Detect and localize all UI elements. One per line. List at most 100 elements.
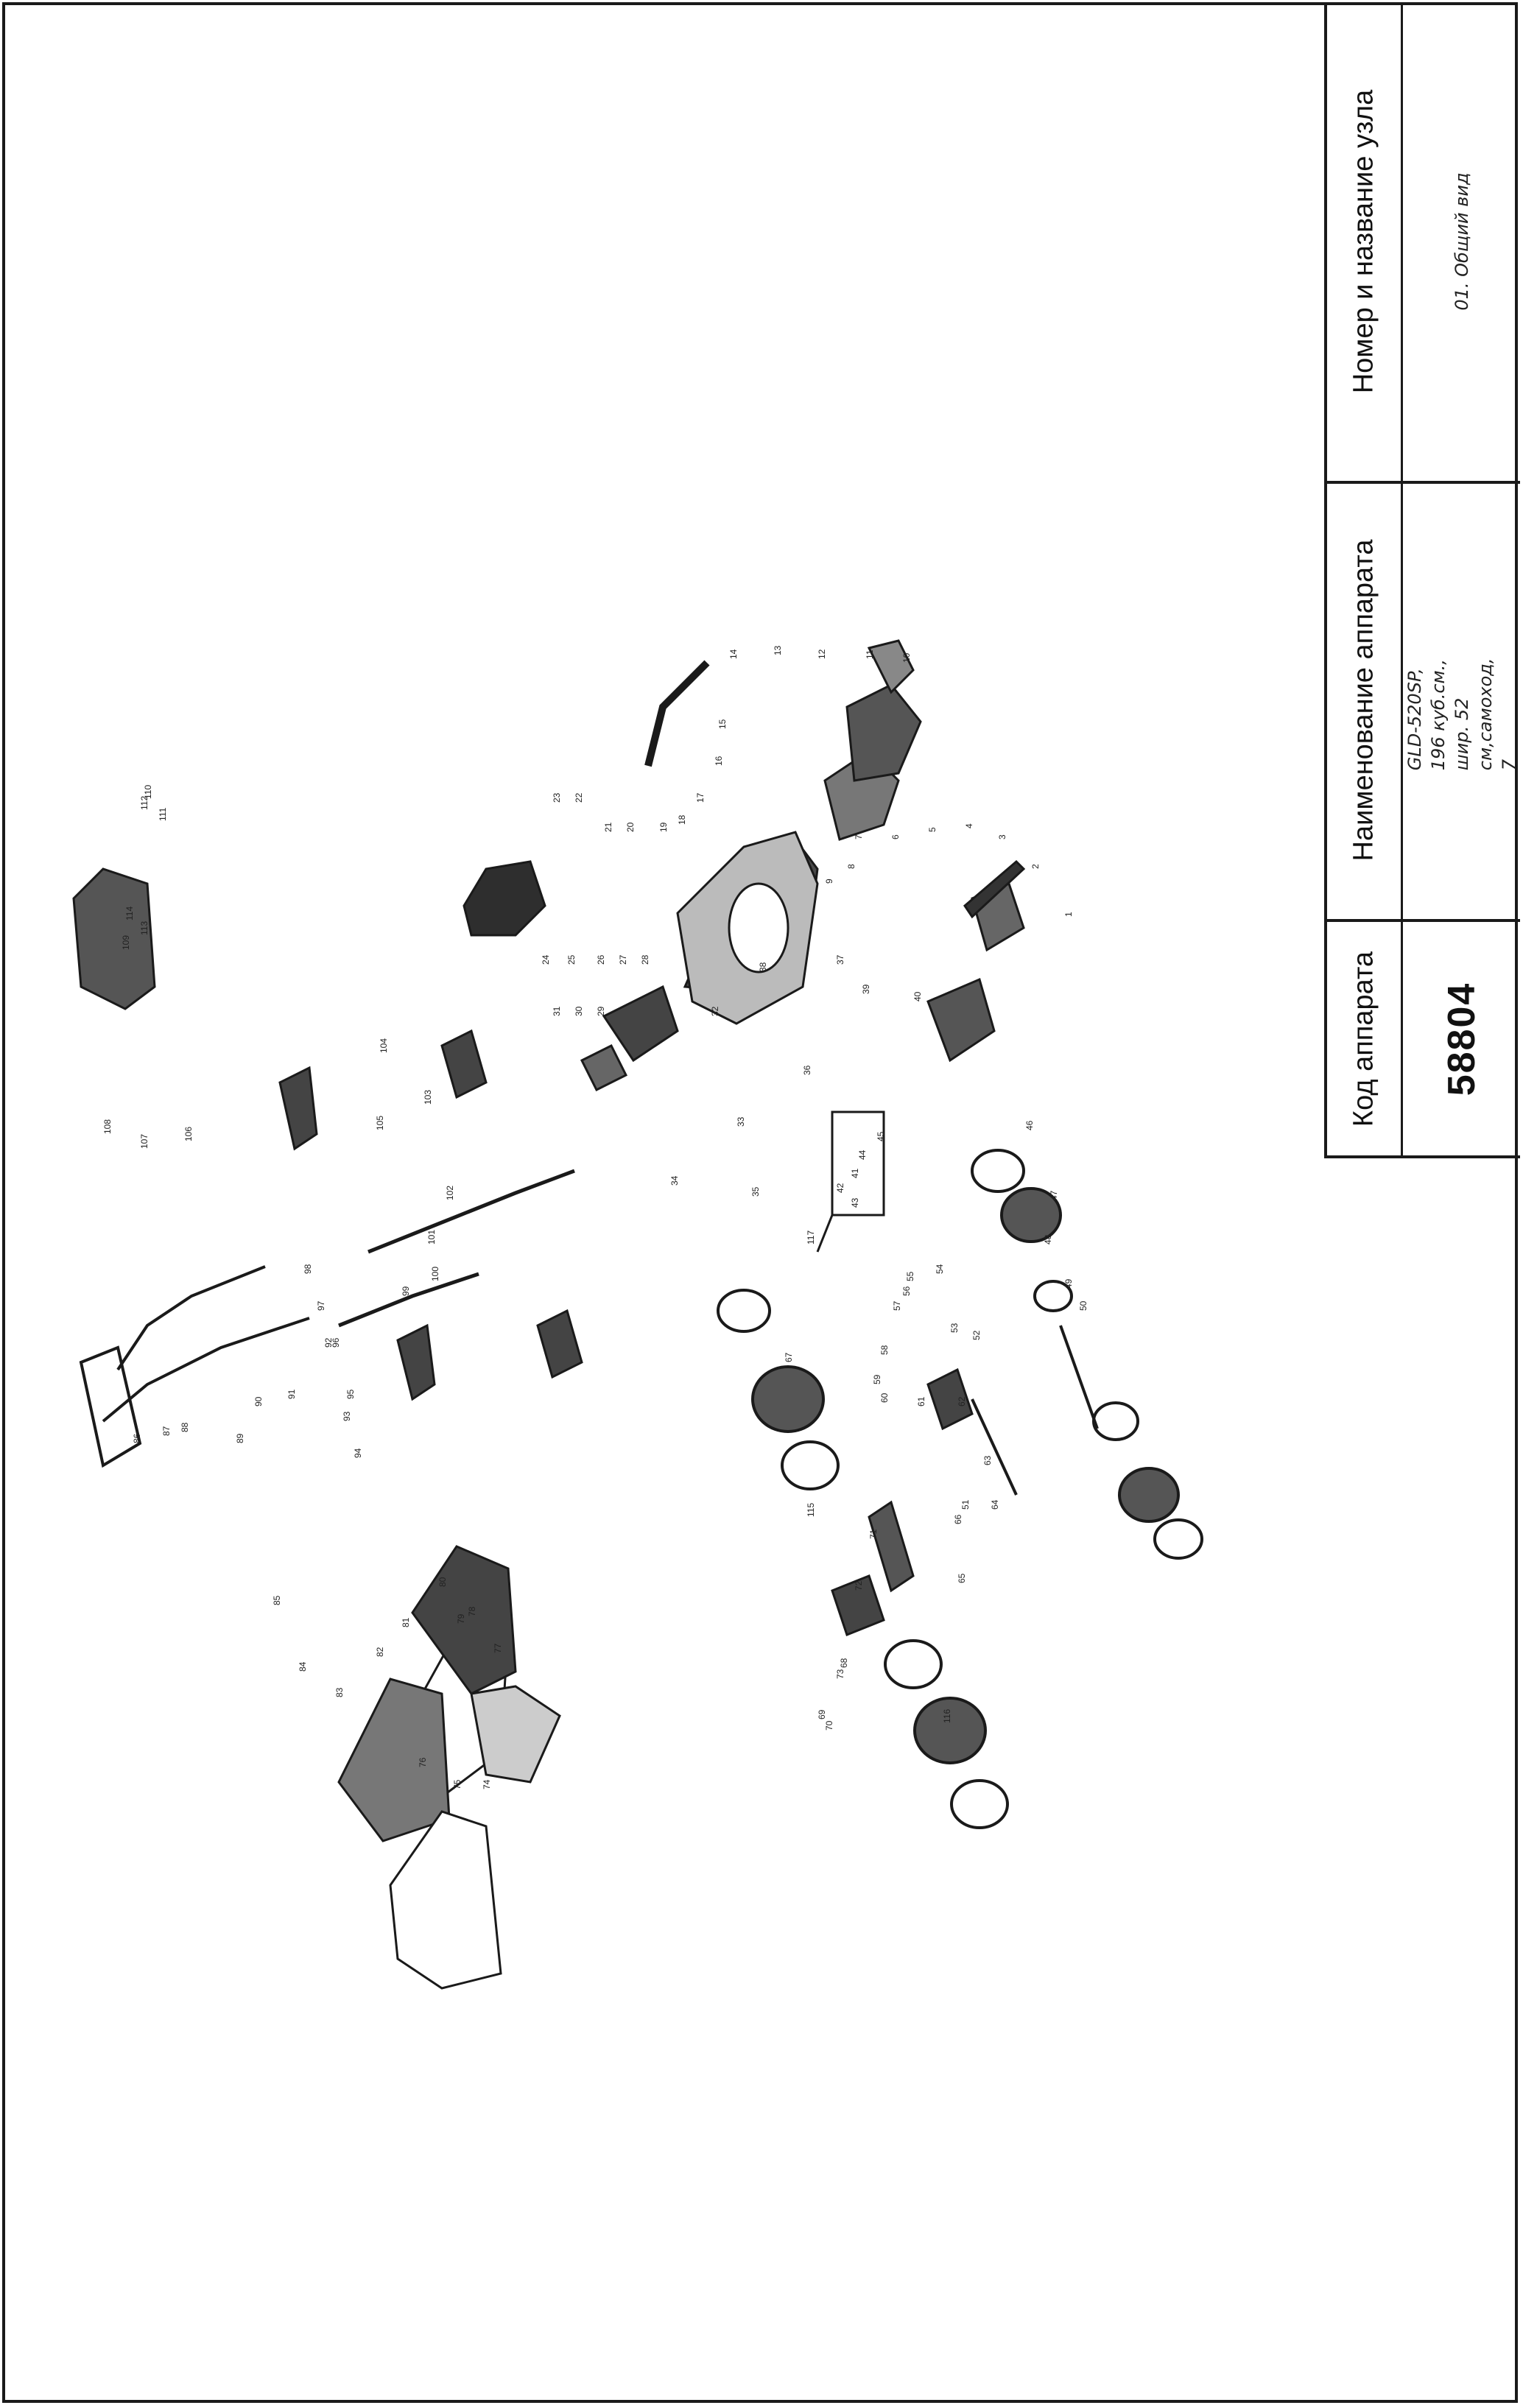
part-callout: 55 [905,1271,915,1281]
part-callout: 12 [817,649,827,659]
part-callout: 44 [857,1150,868,1160]
part-callout: 27 [618,954,628,965]
part-callout: 3 [997,834,1007,839]
part-callout: 33 [736,1116,746,1127]
part-callout: 21 [603,822,613,832]
unit-name: 01. Общий вид [1452,172,1472,311]
part-callout: 104 [379,1038,389,1053]
part-callout: 65 [957,1573,967,1583]
device-name: Газонокосилка бензиновая GLD-520SP, 196 … [1404,658,1519,771]
part-callout: 28 [640,954,650,965]
part-callout: 116 [942,1709,952,1723]
code-header: Код аппарата [1348,951,1379,1127]
part-callout: 92 [323,1337,334,1348]
part-callout: 69 [817,1709,827,1719]
part-callout: 24 [541,954,551,965]
part-callout: 8 [846,864,857,869]
part-callout: 35 [750,1186,761,1197]
part-callout: 99 [401,1286,411,1296]
part-callout: 84 [298,1661,308,1672]
blade [963,859,1026,919]
part-callout: 18 [677,814,687,825]
part-callout: 81 [401,1617,411,1627]
part-callout: 77 [493,1643,503,1653]
part-callout: 46 [1024,1120,1035,1130]
part-callout: 97 [316,1300,326,1311]
part-callout: 15 [717,719,728,729]
part-callout: 73 [835,1669,845,1679]
part-callout: 56 [901,1286,912,1296]
part-callout: 93 [342,1411,352,1421]
title-block-row-divider [1327,481,1520,484]
part-callout: 61 [916,1396,926,1407]
part-callout: 105 [375,1116,385,1130]
part-callout: 114 [124,906,135,920]
part-callout: 78 [467,1606,477,1616]
part-callout: 14 [728,649,739,659]
part-callout: 53 [949,1323,960,1333]
part-callout: 11 [865,649,875,659]
part-callout: 17 [695,792,706,803]
part-callout: 71 [868,1529,879,1539]
part-callout: 67 [784,1352,794,1362]
control-housing [72,867,156,1010]
title-block: Номер и название узла 01. Общий вид Наим… [1324,2,1520,1158]
device-header: Наименование аппарата [1348,539,1379,862]
drive-axle [831,1325,1099,1636]
detail-box [816,1110,885,1253]
part-callout: 112 [139,796,150,810]
part-callout: 109 [121,935,131,950]
part-callout: 40 [912,991,923,1001]
part-callout: 19 [658,822,669,832]
part-callout: 45 [876,1131,886,1141]
part-callout: 9 [824,879,834,884]
part-callout: 98 [303,1264,313,1274]
wheels [717,1149,1203,1829]
engine-block [462,860,679,1092]
grass-catcher [337,1545,561,1990]
part-callout: 39 [861,984,871,994]
part-callout: 66 [953,1514,963,1524]
part-callout: 54 [935,1264,945,1274]
code-value: 58804 [1441,982,1483,1096]
part-callout: 70 [824,1720,834,1731]
part-callout: 6 [890,834,901,839]
part-callout: 91 [286,1389,297,1399]
part-callout: 89 [235,1433,245,1443]
part-callout: 36 [802,1065,812,1075]
title-block-row-divider [1327,919,1520,922]
part-callout: 117 [806,1231,816,1245]
part-callout: 50 [1078,1300,1088,1311]
part-callout: 113 [139,921,150,935]
part-callout: 102 [445,1186,455,1200]
part-callout: 34 [669,1175,680,1186]
part-callout: 115 [806,1503,816,1517]
part-callout: 63 [982,1455,993,1465]
part-callout: 107 [139,1134,150,1149]
title-block-divider [1401,2,1403,1155]
part-callout: 13 [773,645,783,655]
part-callout: 83 [334,1687,345,1697]
part-callout: 4 [964,823,974,828]
part-callout: 90 [253,1396,264,1407]
part-callout: 42 [835,1183,845,1193]
part-callout: 38 [758,962,768,972]
part-callout: 86 [132,1433,142,1443]
part-callout: 51 [960,1499,971,1510]
part-callout: 47 [1049,1190,1059,1200]
part-callout: 94 [353,1448,363,1458]
part-callout: 49 [1063,1278,1074,1289]
device-name-cell: Газонокосилка бензиновая GLD-520SP, 196 … [1403,485,1521,918]
part-callout: 30 [574,1006,584,1016]
mower-deck [676,831,819,1025]
part-callout: 101 [426,1230,437,1245]
part-callout: 79 [456,1613,466,1624]
part-callout: 80 [437,1577,448,1587]
part-callout: 10 [901,652,912,663]
part-callout: 32 [710,1006,720,1016]
part-callout: 23 [552,792,562,803]
part-callout: 48 [1043,1234,1053,1245]
part-callout: 62 [957,1396,967,1407]
part-callout: 43 [850,1197,860,1208]
